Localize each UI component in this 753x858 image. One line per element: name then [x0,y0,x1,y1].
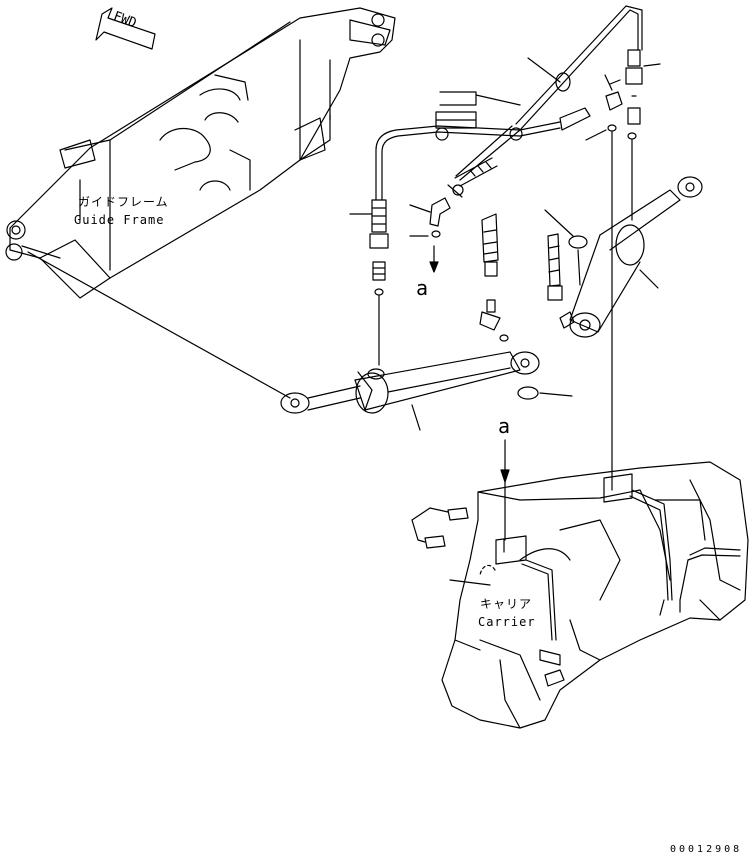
leader-fitting-right [643,63,661,67]
fitting-stack-left [369,199,389,366]
guide-frame [5,7,396,299]
hose-middle [479,213,509,342]
cylinder-left [280,351,540,414]
elbow-fitting [429,197,451,238]
leader-guide-cylinder [27,251,291,399]
leader-clamp [475,94,521,106]
arrowhead-a-top [429,261,439,273]
leader-fitting-right-2 [604,74,613,91]
guide-frame-label-en: Guide Frame [74,213,165,227]
leader-cylinder-right [639,269,659,289]
leader-cylinder-left [411,404,421,431]
carrier-label-jp: キャリア [480,597,533,611]
guide-frame-label-jp: ガイドフレーム [78,195,169,209]
hydraulic-pipe [375,5,643,201]
hose-left [447,157,498,198]
cylinder-right [559,176,703,338]
hose-right [544,209,588,301]
pipe-clamp-group [435,72,571,141]
fitting-stack-right [605,49,643,479]
leader-elbow [409,204,431,213]
arrowhead-a-bottom [500,469,510,483]
leader-grommet [527,57,561,83]
carrier-label-en: Carrier [478,615,536,629]
carrier-pipes [495,473,741,687]
drawing-number: 00012908 [670,844,743,855]
washer-1 [517,386,539,400]
carrier [441,461,749,729]
carrier-fitting-hidden [479,564,496,576]
ref-a-bottom-label: a [498,414,511,438]
leader-washer-1 [539,392,573,397]
grease-fittings [411,507,491,586]
ref-a-top-label: a [416,276,429,300]
leader-oring-right [585,129,607,141]
fwd-arrow-icon [95,7,156,50]
